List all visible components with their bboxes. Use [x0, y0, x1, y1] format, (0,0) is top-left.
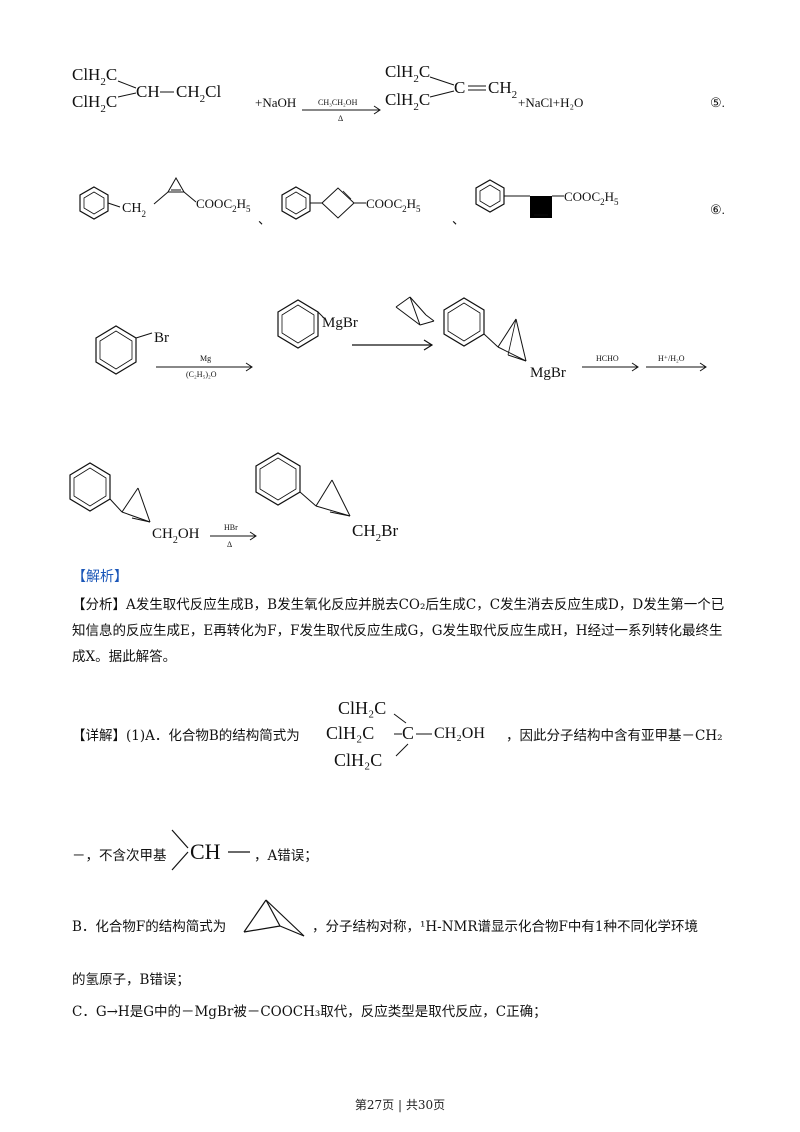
svg-text:CH2OH: CH2OH: [152, 526, 200, 546]
reaction-6-isomers: CH2 COOC2H5 、 COOC2H5 、 COOC2H5 ⑥.: [79, 176, 725, 227]
svg-text:+NaOH: +NaOH: [255, 95, 296, 110]
svg-text:Δ: Δ: [338, 114, 343, 123]
svg-text:ClH₂C: ClH₂C: [334, 750, 382, 770]
detail-text-b: ，因此分子结构中含有亚甲基－CH₂: [506, 728, 723, 744]
page-footer: 第27页 | 共30页: [354, 1098, 446, 1112]
isomer-2-cyclobutene: COOC2H5: [281, 186, 421, 220]
line-b-continuation: 的氢原子，B错误；: [72, 972, 190, 988]
svg-text:⑥.: ⑥.: [710, 202, 725, 217]
svg-text:C: C: [402, 723, 414, 743]
line-c: C．G→H是G中的－MgBr被－COOCH₃取代，反应类型是取代反应，C正确；: [72, 1004, 547, 1020]
svg-text:HBr: HBr: [224, 523, 238, 532]
svg-text:CH2Br: CH2Br: [352, 521, 398, 544]
bicyclo-grignard: MgBr: [443, 297, 566, 381]
bicyclo-methanol: CH2OH: [69, 462, 200, 546]
svg-text:Δ: Δ: [227, 540, 232, 549]
compound-b-structure: ClH₂C ClH₂C C CH₂OH ClH₂C: [326, 698, 485, 770]
svg-text:⑤.: ⑤.: [710, 95, 725, 110]
synthesis-route-part-2: CH2OH HBr Δ CH2Br: [69, 452, 398, 549]
svg-text:Mg: Mg: [200, 354, 211, 363]
svg-text:(C₂H₅)₂O: (C₂H₅)₂O: [186, 370, 217, 379]
svg-text:CH2: CH2: [488, 78, 517, 101]
bromobenzene: Br: [95, 325, 169, 375]
svg-text:COOC2H5: COOC2H5: [366, 196, 421, 214]
svg-text:CH₂OH: CH₂OH: [434, 725, 485, 742]
isomer-3-cyclobutene: COOC2H5: [475, 179, 619, 218]
reactant-dichloro-chloride: ClH2C ClH2C CH CH2Cl: [72, 65, 221, 115]
svg-text:CH₃CH₂OH: CH₃CH₂OH: [318, 98, 358, 107]
svg-text:CH: CH: [190, 839, 221, 864]
line-a-suffix: ，A错误；: [254, 848, 318, 864]
svg-text:、: 、: [452, 212, 465, 227]
svg-text:C: C: [454, 78, 465, 97]
svg-text:COOC2H5: COOC2H5: [564, 189, 619, 207]
bicyclobutane-reagent: [395, 296, 435, 326]
svg-text:ClH2C: ClH2C: [385, 62, 430, 85]
svg-text:ClH2C: ClH2C: [72, 92, 117, 115]
svg-text:ClH2C: ClH2C: [72, 65, 117, 88]
detail-text-a: (1)A．化合物B的结构简式为: [126, 728, 300, 744]
line-b-prefix: B．化合物F的结构简式为: [72, 919, 227, 935]
svg-text:HCHO: HCHO: [596, 354, 619, 363]
analysis-label: 【分析】: [72, 597, 126, 613]
svg-text:CH2: CH2: [122, 201, 146, 219]
svg-text:Br: Br: [154, 330, 169, 346]
svg-text:、: 、: [258, 212, 271, 227]
svg-text:CH2Cl: CH2Cl: [176, 82, 221, 105]
product-alkene: ClH2C ClH2C C CH2: [385, 62, 517, 113]
reaction-5-scheme: ClH2C ClH2C CH CH2Cl +NaOH CH₃CH₂OH Δ Cl…: [72, 62, 725, 123]
analysis-text: A发生取代反应生成B，B发生氧化反应并脱去CO₂后生成C，C发生消去反应生成D，…: [72, 597, 725, 665]
svg-text:ClH₂C: ClH₂C: [326, 723, 374, 743]
isomer-1-cyclopropene: CH2 COOC2H5: [79, 176, 251, 220]
svg-text:COOC2H5: COOC2H5: [196, 196, 251, 214]
svg-text:ClH₂C: ClH₂C: [338, 698, 386, 718]
phenylmagnesium-bromide: MgBr: [277, 299, 358, 349]
synthesis-route-part-1: Br Mg (C₂H₅)₂O MgBr MgBr HCHO H⁺/H₂O: [95, 296, 707, 381]
detail-label: 【详解】: [72, 728, 126, 744]
line-b-suffix: ，分子结构对称，¹H-NMR谱显示化合物F中有1种不同化学环境: [312, 919, 699, 935]
analysis-section-tag: 【解析】: [72, 569, 128, 585]
svg-text:MgBr: MgBr: [530, 365, 566, 381]
methine-group: CH: [171, 829, 250, 871]
detail-line-a: 【详解】(1)A．化合物B的结构简式为: [72, 724, 300, 744]
bicyclo-bromomethyl: CH2Br: [255, 452, 398, 544]
compound-f-structure: [243, 899, 305, 937]
svg-text:+NaCl+H₂O: +NaCl+H₂O: [518, 95, 583, 110]
svg-text:CH: CH: [136, 82, 160, 101]
line-a-prefix: －，不含次甲基: [72, 848, 167, 864]
svg-text:H⁺/H₂O: H⁺/H₂O: [658, 354, 685, 363]
svg-text:MgBr: MgBr: [322, 315, 358, 331]
svg-text:ClH2C: ClH2C: [385, 90, 430, 113]
analysis-paragraph: 【分析】A发生取代反应生成B，B发生氧化反应并脱去CO₂后生成C，C发生消去反应…: [72, 592, 732, 670]
